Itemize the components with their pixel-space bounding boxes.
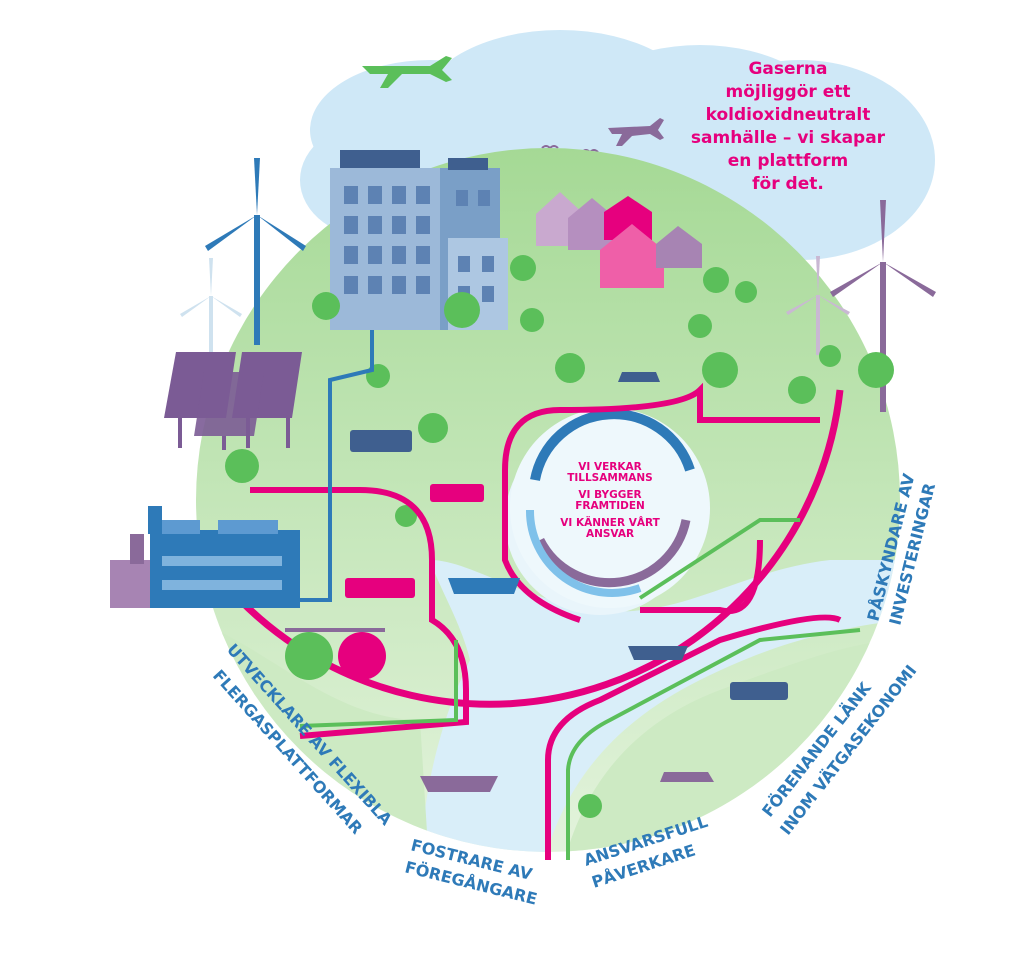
values-circle bbox=[510, 408, 710, 608]
value-item: VI VERKAR TILLSAMMANS bbox=[567, 461, 653, 484]
headline-line: koldioxidneutralt bbox=[705, 105, 871, 125]
ships bbox=[420, 578, 688, 792]
factory bbox=[110, 506, 300, 608]
trees bbox=[225, 255, 894, 818]
blue-pipe bbox=[300, 330, 374, 602]
vehicles bbox=[345, 372, 788, 782]
apartment-buildings bbox=[330, 150, 508, 330]
headline-line: samhälle – vi skapar bbox=[690, 128, 886, 148]
outer-ring bbox=[237, 389, 844, 708]
headline-line: Gaserna bbox=[748, 59, 828, 79]
green-pipes bbox=[299, 518, 861, 860]
gas-tanks bbox=[285, 628, 386, 680]
headline-line: en plattform bbox=[727, 151, 849, 171]
airplane-purple-icon bbox=[608, 118, 664, 146]
wind-turbines-left bbox=[180, 158, 306, 366]
value-item: VI BYGGER FRAMTIDEN bbox=[575, 489, 645, 512]
values-text: VI VERKAR TILLSAMMANS VI BYGGER FRAMTIDE… bbox=[548, 462, 672, 546]
magenta-pipes bbox=[250, 382, 842, 860]
airplane-green-icon bbox=[362, 56, 452, 88]
building-windows bbox=[344, 186, 494, 302]
headline-text: Gaserna möjliggör ett koldioxidneutralt … bbox=[668, 58, 908, 196]
houses bbox=[536, 192, 702, 288]
headline-line: möjliggör ett bbox=[725, 82, 851, 102]
wind-turbines-right bbox=[786, 200, 936, 412]
solar-field bbox=[164, 352, 302, 450]
headline-line: för det. bbox=[752, 174, 824, 194]
value-item: VI KÄNNER VÅRT ANSVAR bbox=[560, 517, 660, 540]
